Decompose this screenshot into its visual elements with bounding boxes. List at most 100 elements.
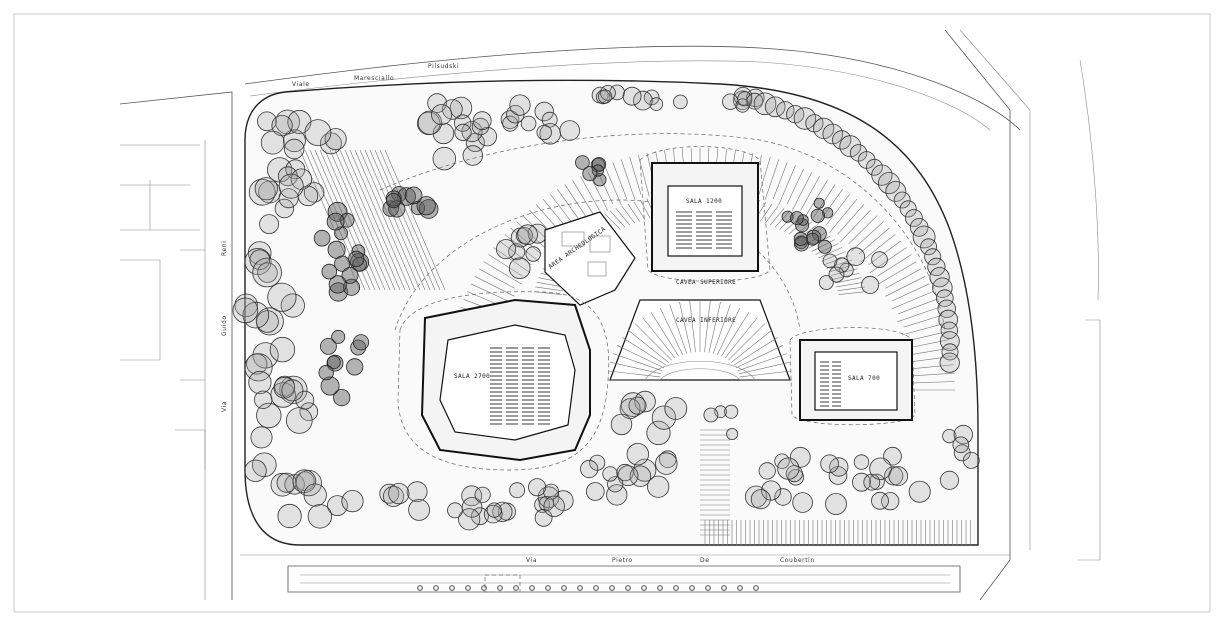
tree-icon (447, 502, 463, 519)
tree-icon (462, 145, 484, 166)
street-label-reni: Reni (221, 241, 228, 256)
tree-icon (617, 465, 639, 487)
tree-icon (833, 257, 850, 273)
tree-icon (774, 488, 792, 506)
road-tree-icon (657, 585, 663, 591)
tree-icon (673, 94, 688, 110)
terrace-line (808, 235, 831, 249)
terrace-line (354, 149, 416, 291)
tree-icon (244, 353, 273, 382)
road-tree-icon (721, 585, 727, 591)
tree-icon (534, 508, 553, 527)
terrace-line (580, 175, 600, 211)
terrace-line (801, 228, 822, 243)
tree-icon (899, 200, 917, 218)
tree-icon (449, 96, 473, 120)
tree-icon (255, 307, 284, 336)
tree-icon (432, 146, 457, 171)
tree-icon (626, 443, 650, 466)
tree-icon (517, 224, 538, 246)
cavea-step (669, 304, 688, 354)
terrace-line (604, 165, 622, 206)
road-tree-icon (449, 585, 455, 591)
street-label-via-left: Via (221, 401, 228, 412)
cavea-step (724, 317, 758, 359)
tree-icon (822, 253, 838, 269)
tree-icon (905, 209, 923, 227)
tree-icon (248, 370, 272, 395)
tree-icon (418, 199, 439, 219)
tree-icon (454, 114, 472, 132)
road-tree-icon (513, 585, 519, 591)
terrace-line (885, 276, 926, 297)
terrace-line (913, 381, 955, 384)
label-sala-700: SALA 700 (848, 375, 880, 382)
tree-icon (427, 93, 447, 113)
terrace-line (604, 213, 621, 230)
terrace-line (344, 149, 406, 291)
label-cavea-superiore: CAVEA SUPERIORE (676, 279, 736, 286)
street-label-maresciallo: Maresciallo (354, 75, 394, 82)
tree-icon (602, 466, 618, 482)
tree-icon (341, 489, 364, 513)
tree-icon (277, 166, 298, 187)
terrace-line (479, 268, 515, 289)
tree-icon (304, 119, 332, 147)
tree-icon (609, 84, 625, 101)
tree-icon (737, 91, 753, 107)
tree-icon (328, 275, 347, 294)
label-sala-2700: SALA 2700 (454, 373, 490, 380)
cavea-step (712, 304, 731, 354)
tree-icon (597, 89, 613, 104)
tree-icon (385, 193, 402, 209)
terrace-line (764, 159, 780, 201)
terrace-line (836, 282, 864, 288)
terrace-line (629, 157, 642, 195)
tree-icon (622, 86, 642, 106)
tree-icon (303, 182, 325, 203)
tree-icon (939, 352, 960, 373)
tree-icon (776, 101, 795, 120)
terrace-line (620, 159, 636, 201)
cavea-step (717, 307, 741, 355)
tree-icon (789, 446, 811, 468)
terrace-line (470, 283, 508, 302)
tree-icon (885, 180, 907, 202)
tree-icon (952, 436, 970, 454)
road-tree-icon (465, 585, 471, 591)
tree-icon (350, 339, 367, 356)
tree-icon (508, 257, 531, 280)
terrace-line (759, 203, 773, 222)
cavea-step (704, 300, 711, 353)
tree-icon (382, 200, 399, 217)
tree-icon (278, 173, 304, 199)
tree-icon (525, 246, 541, 262)
road-tree-icon (705, 585, 711, 591)
tree-icon (758, 462, 776, 480)
terrace-line (907, 356, 953, 363)
tree-icon (280, 293, 305, 318)
area-archeologica (544, 211, 636, 306)
terrace-line (778, 165, 796, 206)
tree-icon (646, 420, 671, 445)
tree-icon (324, 128, 347, 151)
tree-icon (853, 454, 870, 470)
tree-icon (664, 397, 688, 420)
terrace-line (379, 149, 441, 291)
cavea-step (621, 337, 667, 366)
tree-icon (256, 310, 279, 333)
tree-icon (326, 212, 345, 231)
terrace-line (837, 204, 865, 235)
road-tree-icon (609, 585, 615, 591)
tree-icon (937, 299, 956, 319)
label-cavea-inferiore: CAVEA INFERIORE (676, 317, 736, 324)
terrace-line (837, 286, 865, 292)
tree-icon (792, 492, 813, 513)
terrace-line (838, 291, 866, 295)
cavea-step (739, 370, 792, 378)
terrace-line (892, 283, 930, 302)
tree-icon (591, 164, 605, 177)
tree-icon (320, 376, 340, 396)
tree-icon (651, 405, 677, 430)
sala-1200-hall (639, 146, 771, 282)
